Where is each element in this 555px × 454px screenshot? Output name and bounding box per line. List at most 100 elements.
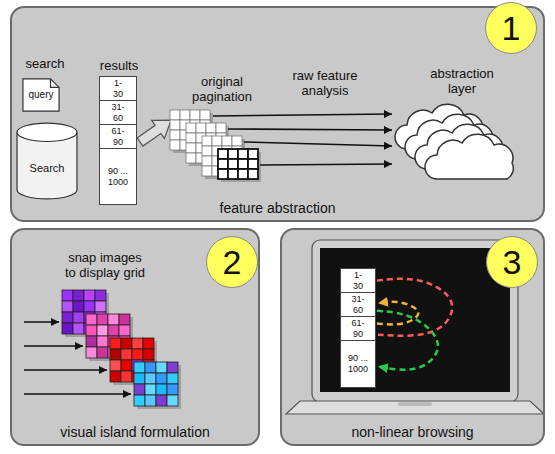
snap-arrow: [24, 393, 131, 395]
grid-cell: [238, 149, 248, 159]
label-holder: abstraction layer: [422, 66, 502, 96]
grid-cell: [97, 314, 108, 325]
grid-cell: [202, 136, 212, 146]
grid-cell: [202, 156, 212, 166]
column-label: search: [15, 56, 75, 71]
label-holder: search: [15, 56, 75, 71]
grid-cell: [95, 301, 106, 312]
grid-cell: [186, 153, 196, 163]
panel-grounds: [11, 7, 544, 445]
dashed-connector: [377, 279, 452, 336]
grid-cell: [84, 301, 95, 312]
callout-circle: 3: [486, 236, 538, 288]
grid-cell: [108, 314, 119, 325]
grid-cell: [216, 123, 226, 133]
grid: [134, 362, 181, 409]
stage-label: raw feature analysis: [280, 68, 370, 98]
grid-cell: [62, 301, 73, 312]
grid-cell: [190, 110, 200, 120]
grid-cell: [170, 130, 180, 140]
grid-cell: [167, 373, 178, 384]
grid-cell: [186, 133, 196, 143]
document-label: query: [28, 89, 53, 101]
grid-cell: [134, 384, 145, 395]
grid-cell: [248, 169, 258, 179]
grid-cell: [143, 349, 154, 360]
grid-cell: [108, 325, 119, 336]
grid-cell: [134, 373, 145, 384]
label-holder: snap images to display grid: [63, 250, 147, 280]
feature-arrow: [228, 129, 392, 130]
query-document: query: [22, 78, 60, 112]
grid-cell: [238, 159, 248, 169]
grid-cell: [170, 120, 180, 130]
callout-number: 2: [223, 244, 242, 280]
grid-cell: [121, 360, 132, 371]
laptop: [286, 240, 544, 414]
laptop-screen: [320, 248, 510, 392]
stage-label: abstraction layer: [422, 66, 502, 96]
page-range: 61-90: [111, 126, 124, 148]
grid: [62, 290, 109, 337]
laptop-notch: [398, 402, 432, 406]
label-holder: raw feature analysis: [280, 68, 370, 98]
snap-arrow: [24, 321, 59, 323]
colour-grids: [62, 290, 181, 409]
page-range: 90 ... 1000: [348, 353, 368, 375]
result-page-cell: 90 ... 1000: [99, 148, 137, 205]
grid-cell: [156, 362, 167, 373]
page-range: 31-60: [111, 102, 124, 124]
stage-label: original pagination: [182, 74, 262, 104]
grid-cell: [170, 110, 180, 120]
callout-circle: 2: [206, 236, 258, 288]
grid-cell: [206, 123, 216, 133]
grid-cell: [86, 347, 97, 358]
grid-cell: [232, 136, 242, 146]
page-range: 1-30: [353, 270, 363, 292]
result-page-cell: 1-30: [99, 76, 137, 101]
panel-caption: feature abstraction: [220, 200, 336, 217]
callout-number: 3: [503, 244, 522, 280]
grid-cell: [145, 362, 156, 373]
result-page-cell: 61-90: [340, 316, 376, 341]
panel-ground: [281, 229, 544, 445]
grid-cell: [121, 371, 132, 382]
grid-cell: [110, 371, 121, 382]
grid-cell: [134, 395, 145, 406]
grid-cell: [212, 136, 222, 146]
grid-cell: [97, 325, 108, 336]
result-page-cell: 31-60: [99, 100, 137, 125]
grid-cell: [228, 159, 238, 169]
feature-arrows: [213, 114, 392, 165]
dashed-connector: [377, 311, 438, 370]
grid-cell: [119, 314, 130, 325]
grid-cell: [95, 290, 106, 301]
grid-cell: [97, 336, 108, 347]
grid-cell: [73, 301, 84, 312]
grid-cell: [156, 395, 167, 406]
grid-cell: [248, 159, 258, 169]
stage-panel: non-linear browsing31-3031-6061-9090 ...…: [280, 228, 545, 446]
grid: [110, 338, 157, 385]
grid-cell: [86, 336, 97, 347]
database-label: Search: [30, 162, 65, 175]
grid-cell: [145, 384, 156, 395]
page-range: 90 ... 1000: [108, 166, 128, 188]
result-page-cell: 61-90: [99, 124, 137, 149]
results-list: results1-3031-6061-9090 ... 1000: [91, 58, 147, 208]
page-range: 61-90: [351, 318, 364, 340]
cylinder-outline: [16, 122, 78, 200]
panel-ground: [11, 229, 259, 445]
grid-cell: [156, 373, 167, 384]
grid-cell: [218, 149, 228, 159]
grid-cell: [62, 290, 73, 301]
grid-cell: [202, 146, 212, 156]
grid: [86, 314, 133, 361]
grid-cell: [218, 159, 228, 169]
result-page-cell: 1-30: [340, 268, 376, 293]
database-cylinder: Search: [16, 122, 78, 200]
grid-cell: [143, 338, 154, 349]
result-page-cell: 31-60: [340, 292, 376, 317]
cloud: [425, 134, 513, 179]
